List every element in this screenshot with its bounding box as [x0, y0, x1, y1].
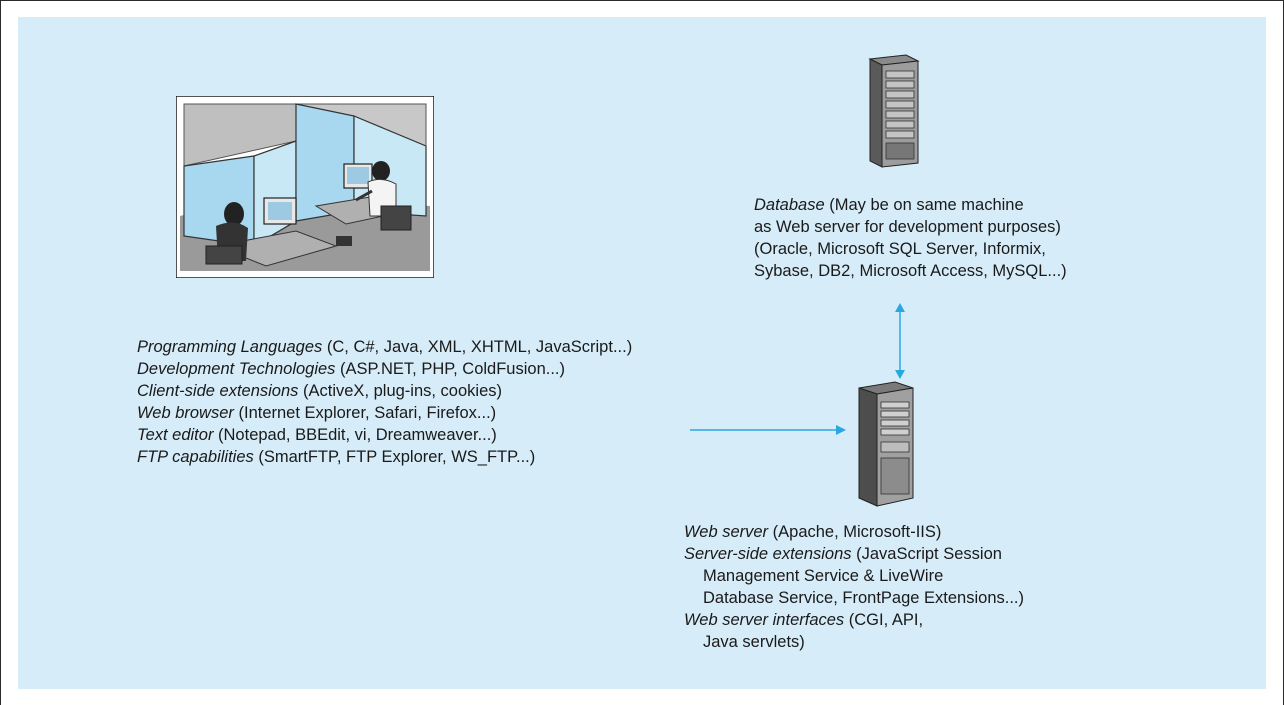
client-line: Text editor (Notepad, BBEdit, vi, Dreamw…	[137, 426, 497, 444]
database-line-3: (Oracle, Microsoft SQL Server, Informix,	[754, 240, 1046, 258]
web-server-tower-icon	[858, 381, 914, 507]
webserver-line-4: Database Service, FrontPage Extensions..…	[703, 589, 1024, 607]
webserver-line-5: Web server interfaces (CGI, API,	[684, 611, 924, 629]
webserver-line-6: Java servlets)	[703, 633, 805, 651]
webserver-description: Web server (Apache, Microsoft-IIS) Serve…	[684, 521, 1024, 653]
client-line: Web browser (Internet Explorer, Safari, …	[137, 404, 497, 422]
database-line-2: as Web server for development purposes)	[754, 218, 1061, 236]
client-to-server-arrow	[690, 425, 846, 435]
client-line: Development Technologies (ASP.NET, PHP, …	[137, 360, 566, 378]
client-line: Client-side extensions (ActiveX, plug-in…	[137, 382, 502, 400]
client-tools-list: Programming Languages (C, C#, Java, XML,…	[137, 336, 632, 468]
client-line: FTP capabilities (SmartFTP, FTP Explorer…	[137, 448, 536, 466]
db-server-bidirectional-arrow	[895, 303, 905, 379]
database-line-4: Sybase, DB2, Microsoft Access, MySQL...)	[754, 262, 1067, 280]
database-description: Database (May be on same machine as Web …	[754, 194, 1067, 282]
webserver-line-2: Server-side extensions (JavaScript Sessi…	[684, 545, 1002, 563]
client-line: Programming Languages (C, C#, Java, XML,…	[137, 338, 633, 356]
office-workers-icon	[176, 96, 434, 278]
database-server-icon	[868, 54, 920, 168]
webserver-line-1: Web server (Apache, Microsoft-IIS)	[684, 523, 942, 541]
webserver-line-3: Management Service & LiveWire	[703, 567, 944, 585]
database-line-1: Database (May be on same machine	[754, 196, 1024, 214]
